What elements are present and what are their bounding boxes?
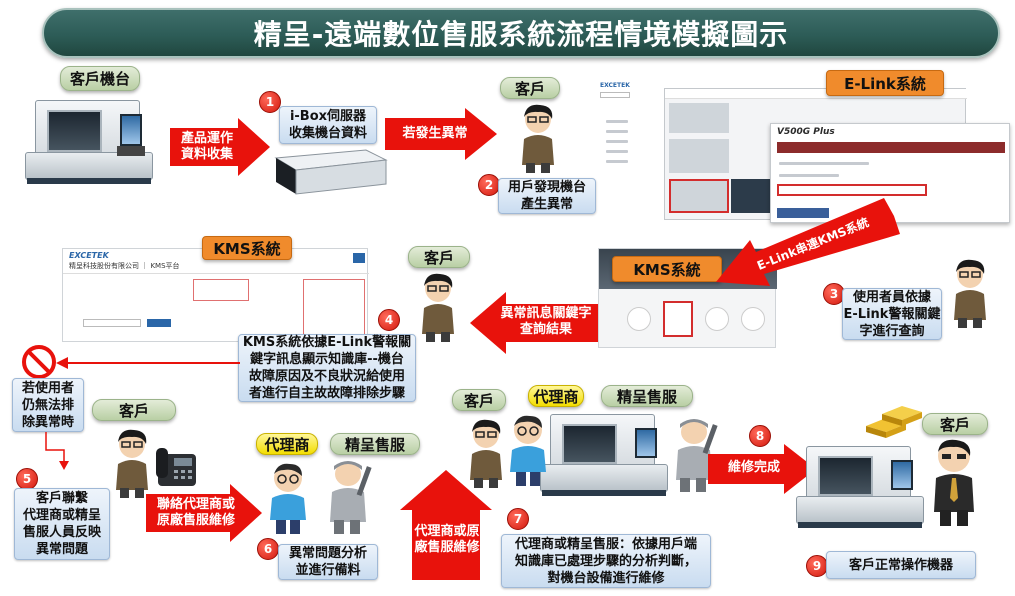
title-banner: 精呈-遠端數位售服系統流程情境模擬圖示 [42, 8, 1000, 58]
page-title: 精呈-遠端數位售服系統流程情境模擬圖示 [253, 18, 789, 51]
arrow-kms-result [470, 292, 600, 354]
customer-avatar-4 [422, 273, 454, 342]
step-6-badge: 6 [257, 538, 279, 560]
customer-avatar-3 [954, 259, 986, 328]
kms-system-label-2: KMS系統 [612, 256, 722, 282]
excetek-logo: EXCETEK [600, 82, 630, 89]
service-avatar-6 [330, 461, 372, 534]
arrow-repair-by-label: 代理商或原 廠售服維修 [414, 524, 480, 555]
step-3-note: 使用者員依據 E-Link警報關鍵 字進行查詢 [842, 288, 942, 340]
kms-system-label-1: KMS系統 [202, 236, 292, 260]
arrow-fail-to-5 [45, 432, 69, 470]
service-label-7: 精呈售服 [601, 385, 693, 407]
arrow-repair-done-label: 維修完成 [727, 460, 780, 475]
step-6-note: 異常問題分析 並進行備料 [278, 544, 378, 580]
customer-avatar-2 [522, 104, 554, 173]
gold-bars-icon [866, 406, 922, 438]
customer-label-7: 客戶 [452, 389, 506, 411]
kms-web-screen: EXCETEK 精呈科技股份有限公司 ｜ KMS平台 [62, 248, 369, 342]
agent-avatar-6 [270, 463, 306, 534]
customer-label-4: 客戶 [408, 246, 470, 268]
arrow-abnormal-label: 若發生異常 [402, 126, 468, 141]
customer-label-2: 客戶 [500, 77, 560, 99]
ibox-server-image [268, 146, 388, 196]
arrow-kms-result-label: 異常訊息關鍵字 查詢結果 [500, 306, 592, 337]
arrow-elink-to-kms [716, 198, 900, 286]
service-avatar-7 [676, 419, 718, 492]
customer-machine-normal-image [796, 440, 946, 532]
customer-avatar-5 [116, 429, 148, 498]
customer-machine-image [25, 92, 175, 190]
arrow-repair-by [400, 470, 492, 580]
kms-page-header: 精呈科技股份有限公司 ｜ KMS平台 [69, 262, 180, 270]
phone-icon [156, 448, 196, 486]
agent-label-6: 代理商 [256, 433, 318, 455]
step-1-badge: 1 [259, 91, 281, 113]
step-8-badge: 8 [749, 425, 771, 447]
step-9-note: 客戶正常操作機器 [826, 551, 976, 579]
no-entry-icon [22, 345, 56, 379]
arrow-abnormal [385, 108, 497, 160]
step-1-note: i-Box伺服器 收集機台資料 [279, 106, 377, 144]
service-label-6: 精呈售服 [330, 433, 420, 455]
step-9-badge: 9 [806, 555, 828, 577]
customer-label-9: 客戶 [922, 413, 988, 435]
arrow-collect-label: 產品運作 資料收集 [180, 131, 233, 162]
step-5-note: 客戶聯繫 代理商或精呈 售服人員反映 異常問題 [14, 488, 110, 560]
arrow-repair-done [708, 444, 816, 494]
elink-sidebar-screen: EXCETEK [598, 80, 660, 200]
customer-machine-label: 客戶機台 [60, 66, 140, 91]
arrow-fail [56, 357, 240, 369]
step-5-badge: 5 [16, 468, 38, 490]
agent-avatar-7 [510, 415, 546, 486]
arrow-contact-agent [146, 484, 262, 542]
repair-machine-image [540, 408, 690, 500]
step-4-badge: 4 [378, 309, 400, 331]
arrow-contact-agent-label: 聯絡代理商或 原廠售服維修 [156, 497, 235, 528]
step-4-note: KMS系統依據E-Link警報關 鍵字訊息顯示知識庫--機台 故障原因及不良狀況… [238, 334, 416, 402]
customer-avatar-7 [470, 419, 502, 488]
agent-label-7: 代理商 [528, 385, 584, 407]
step-2-note: 用戶發現機台 產生異常 [498, 178, 596, 214]
kms-excetek-logo: EXCETEK [69, 251, 109, 260]
step-2-badge: 2 [478, 174, 500, 196]
arrow-collect [170, 118, 270, 176]
v500g-panel: V500G Plus [770, 123, 1010, 223]
customer-label-5: 客戶 [92, 399, 176, 421]
v500g-title: V500G Plus [777, 127, 835, 137]
fail-note: 若使用者 仍無法排 除異常時 [12, 378, 84, 432]
step-7-badge: 7 [507, 508, 529, 530]
step-7-note: 代理商或精呈售服：依據用戶端 知識庫已處理步驟的分析判斷， 對機台設備進行維修 [501, 534, 711, 588]
happy-customer-avatar [934, 439, 974, 526]
elink-system-label: E-Link系統 [826, 70, 944, 96]
